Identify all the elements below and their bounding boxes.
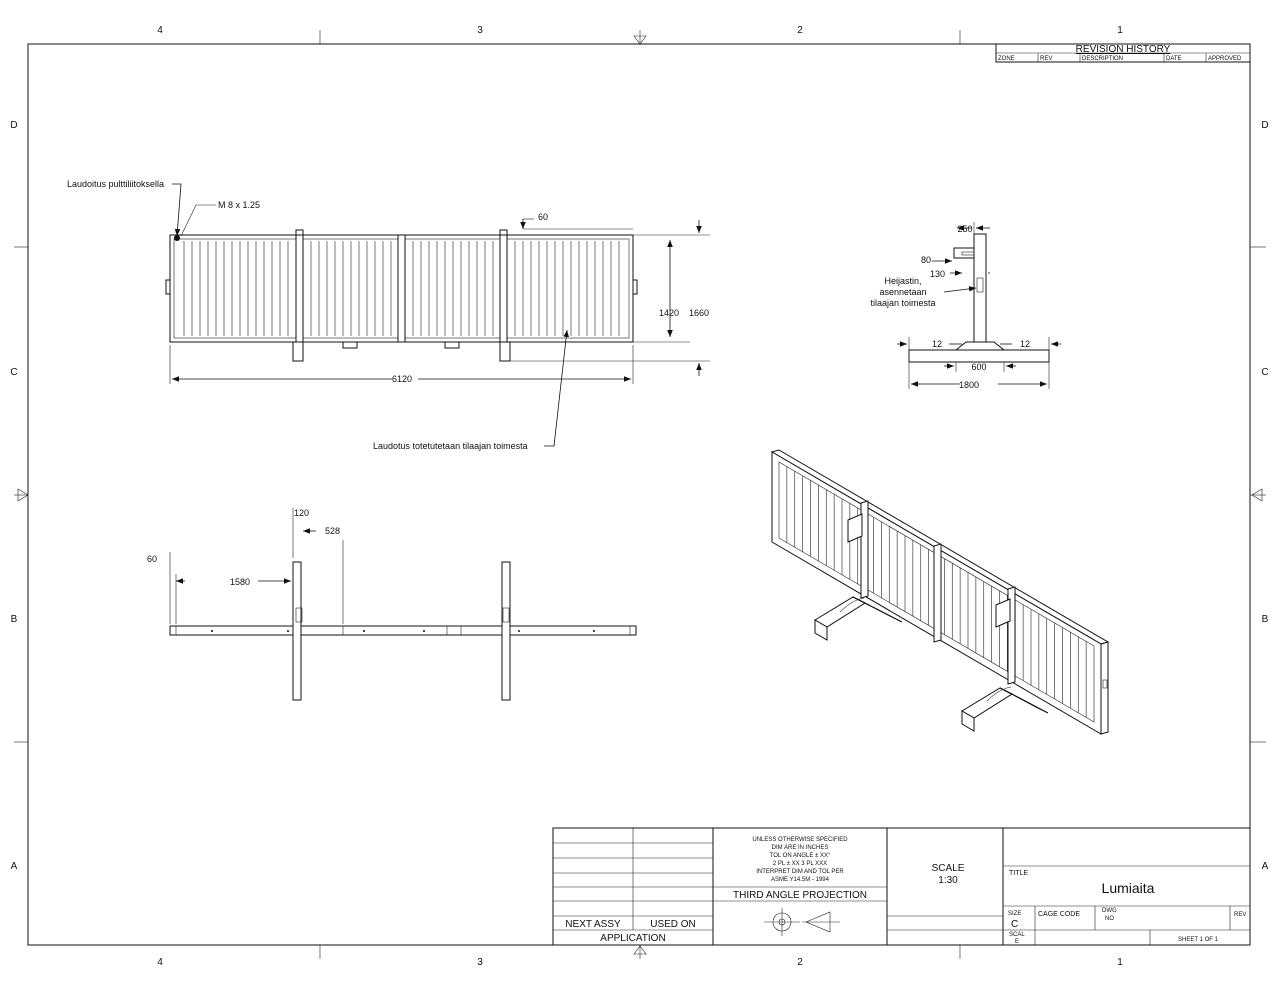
cage-code-label: CAGE CODE [1038, 911, 1080, 918]
scale-small-label-2: E [1015, 939, 1019, 945]
zone-row-d-right: D [1261, 120, 1268, 131]
dim-total-height: 1660 [689, 308, 709, 318]
side-view: 250 80 130 Heijastin, asennetaan tilaaja… [870, 222, 1061, 390]
next-assy-label: NEXT ASSY [565, 919, 621, 930]
dwg-label: DWG [1102, 908, 1117, 914]
dim-top-offset: 60 [538, 212, 548, 222]
scale-value: 1:30 [938, 875, 958, 886]
tol-line-3: TOL ON ANGLE ± XX° [770, 853, 831, 859]
projection-symbol-icon [764, 908, 840, 936]
tol-line-2: DIM ARE IN INCHES [772, 845, 829, 851]
dim-foot-left: 12 [932, 339, 942, 349]
dim-foot-right: 12 [1020, 339, 1030, 349]
title-block: NEXT ASSY USED ON APPLICATION UNLESS OTH… [552, 827, 1251, 946]
revision-history-table: REVISION HISTORY ZONE REV DESCRIPTION DA… [995, 43, 1251, 63]
zone-col-4-bottom: 4 [157, 957, 163, 968]
dim-foot-length: 1800 [959, 380, 979, 390]
note-bolted-boarding: Laudoitus pulttiliitoksella [67, 179, 164, 189]
front-view-slats [183, 241, 620, 336]
zone-row-a-left: A [11, 861, 18, 872]
dim-120: 120 [294, 508, 309, 518]
zone-col-3-bottom: 3 [477, 957, 483, 968]
front-view [165, 229, 638, 362]
tol-line-5: INTERPRET DIM AND TOL PER [756, 869, 844, 875]
note-reflector-1: Heijastin, [884, 276, 921, 286]
note-boarding-by-client: Laudotus totetutetaan tilaajan toimesta [373, 441, 528, 451]
tol-line-6: ASME Y14.5M - 1994 [771, 877, 830, 883]
zone-col-1-bottom: 1 [1117, 957, 1123, 968]
dim-base: 600 [971, 362, 986, 372]
dim-528: 528 [325, 526, 340, 536]
tol-line-4: 2 PL ± XX 3 PL XXX [773, 861, 827, 867]
drawing-title: Lumiaita [1102, 880, 1155, 896]
zone-col-2-top: 2 [797, 25, 803, 36]
sheet-number: SHEET 1 OF 1 [1178, 937, 1219, 943]
zone-row-a-right: A [1262, 861, 1269, 872]
dim-1580: 1580 [230, 577, 250, 587]
revision-history-title: REVISION HISTORY [1076, 44, 1171, 55]
rev-header-date: DATE [1166, 56, 1182, 62]
rev-header-approved: APPROVED [1208, 56, 1242, 62]
title-label: TITLE [1009, 870, 1028, 877]
zone-row-b-left: B [11, 614, 18, 625]
zone-row-c-right: C [1261, 367, 1268, 378]
front-view-annotations: Laudoitus pulttiliitoksella M 8 x 1.25 6… [67, 179, 710, 451]
dim-length: 6120 [392, 374, 412, 384]
top-view: 120 528 60 1580 [147, 508, 637, 701]
note-reflector-3: tilaajan toimesta [870, 298, 935, 308]
dim-130: 130 [930, 269, 945, 279]
zone-col-4-top: 4 [157, 25, 163, 36]
projection-label: THIRD ANGLE PROJECTION [733, 890, 867, 901]
zone-col-2-bottom: 2 [797, 957, 803, 968]
note-reflector-2: asennetaan [879, 287, 926, 297]
rev-header-zone: ZONE [998, 56, 1015, 62]
note-bolt-size: M 8 x 1.25 [218, 200, 260, 210]
scale-small-label: SCAL [1009, 932, 1025, 938]
application-label: APPLICATION [600, 933, 665, 944]
dim-60: 60 [147, 554, 157, 564]
size-label: SIZE [1008, 911, 1021, 917]
rev-label: REV [1234, 912, 1246, 918]
used-on-label: USED ON [650, 919, 696, 930]
scale-label: SCALE [932, 863, 965, 874]
zone-col-3-top: 3 [477, 25, 483, 36]
zone-labels: 4 3 2 1 4 3 2 1 D C B A D C B A [10, 25, 1268, 968]
dwg-no-label: NO [1105, 916, 1114, 922]
isometric-view [770, 449, 1110, 735]
dim-80: 80 [921, 255, 931, 265]
tol-line-1: UNLESS OTHERWISE SPECIFIED [752, 837, 848, 843]
dim-top-width: 250 [957, 224, 972, 234]
zone-row-b-right: B [1262, 614, 1269, 625]
zone-col-1-top: 1 [1117, 25, 1123, 36]
rev-header-description: DESCRIPTION [1082, 56, 1123, 62]
size-value: C [1011, 919, 1018, 930]
sheet-border [14, 30, 1266, 959]
zone-row-c-left: C [10, 367, 17, 378]
dim-inner-height: 1420 [659, 308, 679, 318]
rev-header-rev: REV [1040, 56, 1052, 62]
zone-row-d-left: D [10, 120, 17, 131]
